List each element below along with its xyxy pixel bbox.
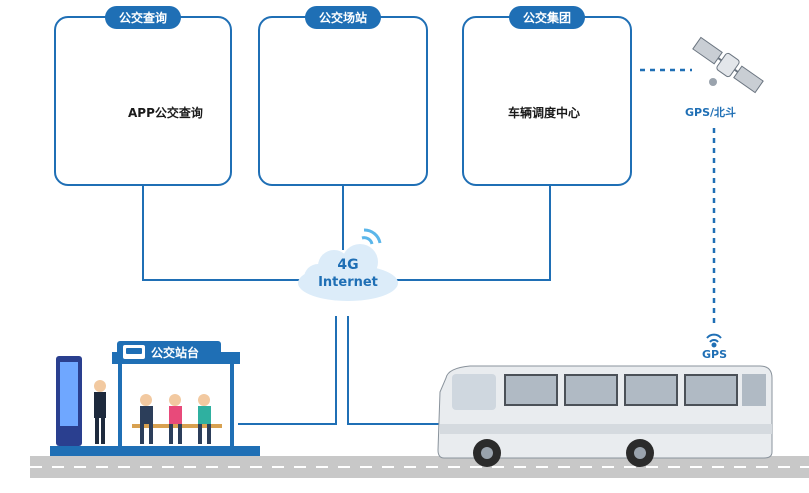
bus-stop-title: 公交站台: [151, 346, 200, 360]
bus-stop-illustration: [50, 352, 260, 456]
bus-sign-icon: [123, 345, 145, 359]
cloud-line1: 4G: [337, 257, 359, 273]
satellite-caption: GPS/北斗: [685, 106, 737, 119]
cloud-shape: [298, 244, 398, 301]
line-group-to-cloud: [396, 186, 551, 281]
bus-gps-antenna-icon: [706, 333, 722, 348]
panel-title-query: 公交查询: [104, 6, 182, 29]
connection-lines: [142, 186, 551, 425]
line-query-to-cloud: [142, 186, 300, 281]
line-cloud-to-bus: [347, 316, 446, 425]
bus-stop-sign: 公交站台: [117, 341, 221, 363]
panel-bus-query: 公交查询: [54, 6, 232, 186]
network-cloud: 4G Internet: [300, 247, 396, 299]
dispatch-center-caption: 车辆调度中心: [508, 106, 581, 120]
city-bus-icon: [437, 365, 773, 467]
cloud-line2: Internet: [318, 275, 378, 290]
panel-title-group: 公交集团: [508, 6, 586, 29]
gps-links: [640, 68, 716, 325]
shelter-base: [50, 446, 260, 456]
waiting-passengers: [140, 394, 211, 444]
road: [30, 456, 809, 478]
bus-windshield: [452, 374, 496, 410]
satellite-icon: [692, 36, 764, 94]
panel-bus-station: 公交场站: [258, 6, 428, 186]
wifi-icon: [361, 228, 382, 245]
panel-bus-group: 公交集团: [462, 6, 632, 186]
app-query-caption: APP公交查询: [128, 106, 203, 120]
panel-title-station: 公交场站: [304, 6, 382, 29]
line-cloud-to-stop: [238, 316, 337, 425]
bench-icon: [132, 424, 222, 428]
bus-gps-caption: GPS: [702, 348, 728, 361]
